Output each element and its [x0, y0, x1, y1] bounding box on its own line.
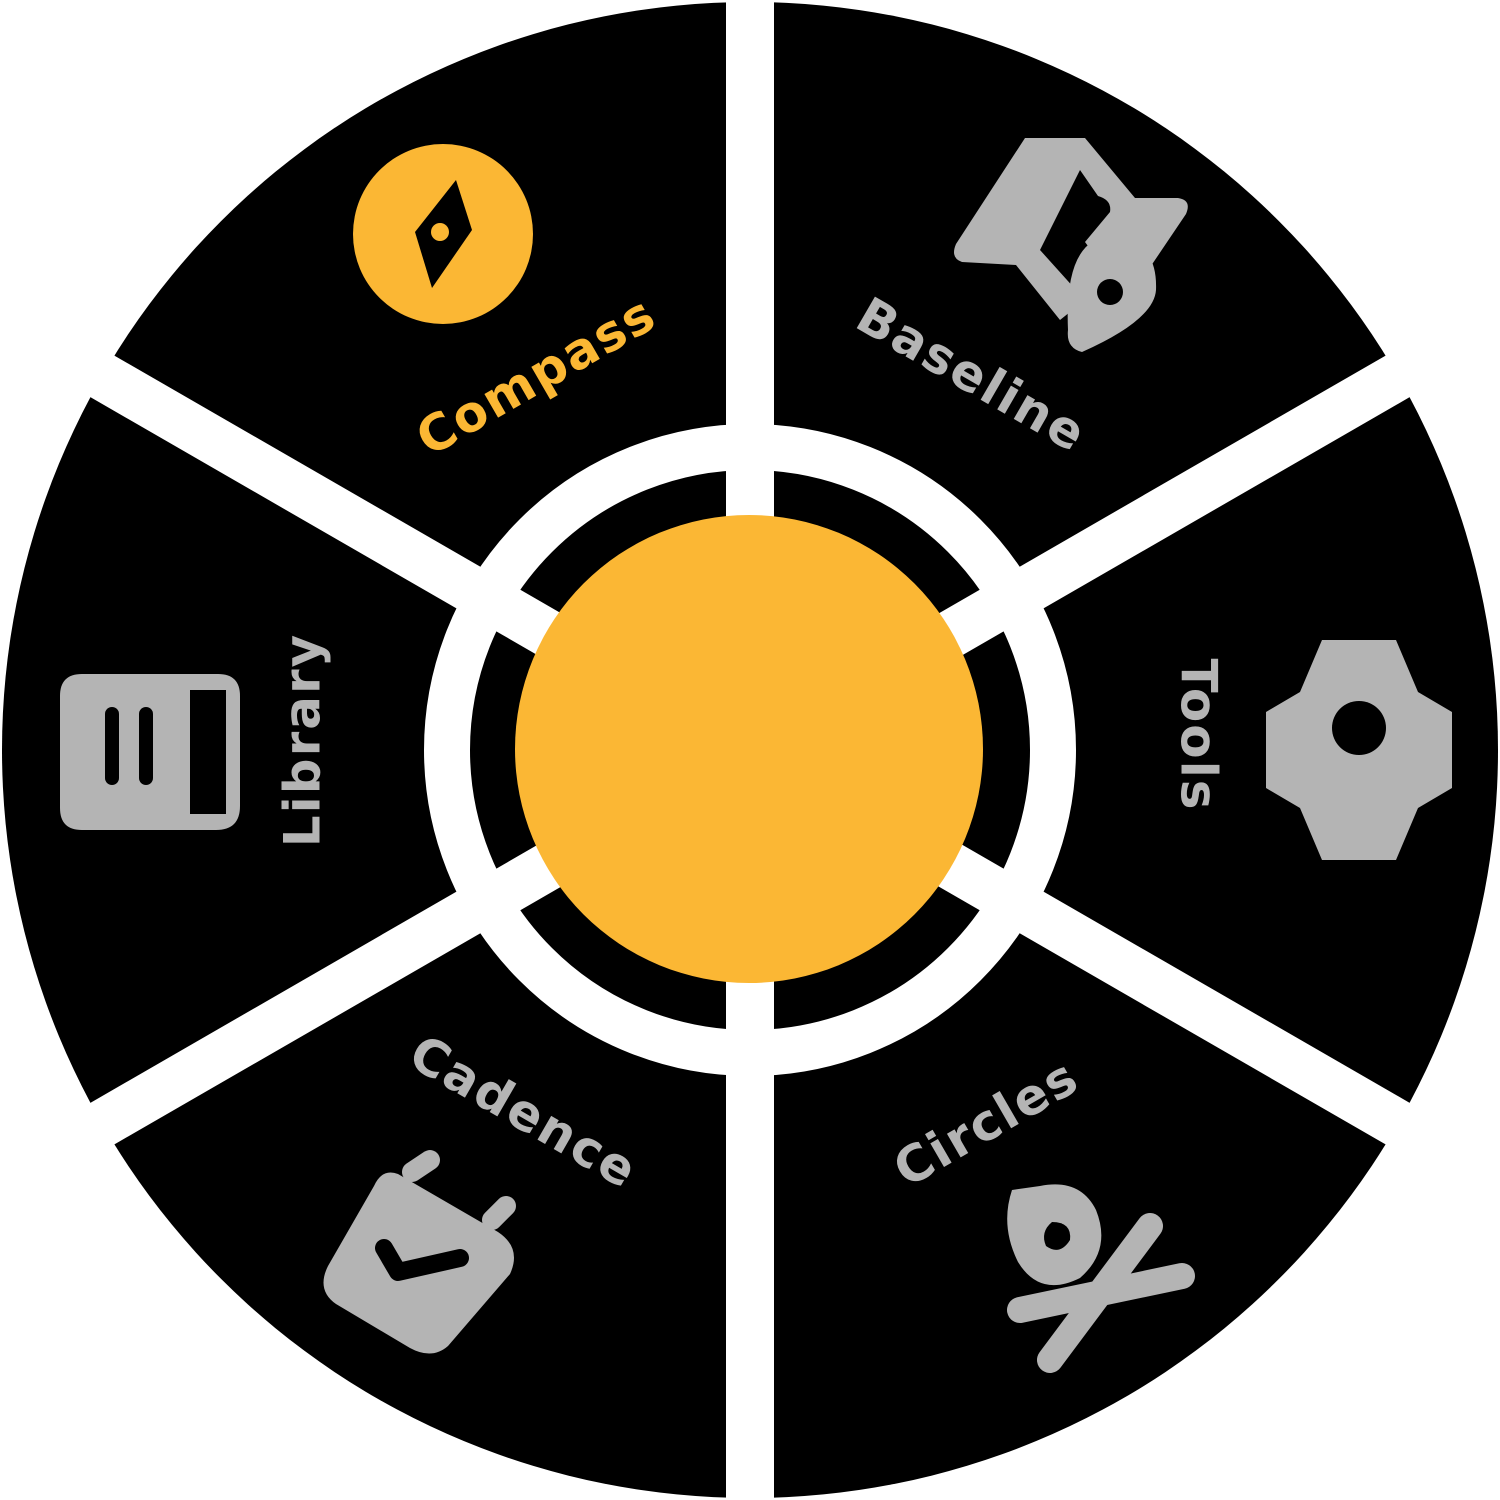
- segment-label-tools: Tools: [1170, 658, 1228, 811]
- book-icon: [60, 674, 240, 830]
- center-hub-button[interactable]: [515, 515, 983, 983]
- segment-label-library: Library: [274, 633, 332, 847]
- outer-hub-ring: [424, 424, 1076, 1076]
- people-off-icon: [1007, 1184, 1195, 1373]
- gear-icon: [1266, 640, 1452, 860]
- map-pin-icon: [954, 138, 1188, 352]
- segment-tools[interactable]: Tools: [1170, 640, 1453, 860]
- compass-icon: [415, 180, 472, 288]
- calendar-check-icon: [323, 1150, 516, 1354]
- segment-library[interactable]: Library: [60, 633, 332, 847]
